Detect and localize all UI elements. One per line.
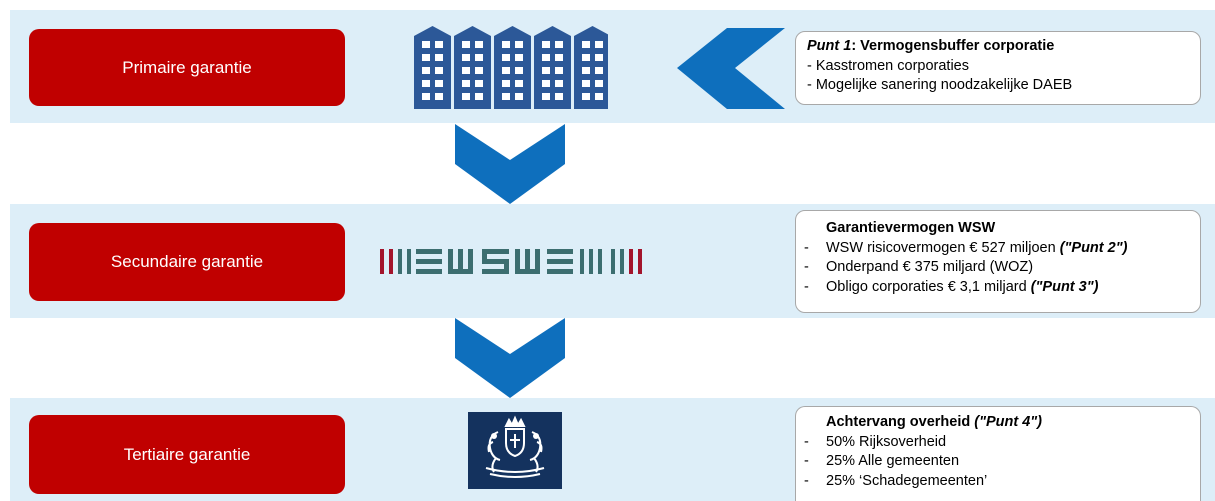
list-item: -50% Rijksoverheid	[804, 433, 947, 450]
list-item: -Onderpand € 375 miljard (WOZ)	[804, 258, 1200, 278]
buffer-info-box: Punt 1: Vermogensbuffer corporatie - Kas…	[795, 31, 1201, 105]
list-item-text: Onderpand € 375 miljard (WOZ)	[826, 259, 1034, 275]
list-item: -25% ‘Schadegemeenten’	[804, 472, 988, 489]
chevron-down-icon	[455, 318, 565, 398]
list-item: -WSW risicovermogen € 527 miljoen ("Punt…	[804, 239, 1128, 256]
buffer-info-title: Punt 1: Vermogensbuffer corporatie	[807, 37, 1200, 57]
list-item-text: Obligo corporaties € 3,1 miljard	[826, 278, 1031, 295]
list-item: -25% Alle gemeenten	[804, 453, 960, 469]
wsw-guarantee-title: Garantievermogen WSW	[826, 220, 996, 236]
buffer-title-text: : Vermogensbuffer corporatie	[851, 38, 1055, 54]
list-item: - Kasstromen corporaties	[807, 57, 969, 74]
list-item: -Obligo corporaties € 3,1 miljard ("Punt…	[804, 278, 1099, 295]
apartment-building-icon	[414, 26, 608, 109]
tertiary-guarantee-label: Tertiaire garantie	[29, 415, 345, 494]
chevron-left-icon	[677, 28, 785, 109]
point-3-label: ("Punt 3")	[1030, 278, 1099, 295]
secondary-guarantee-label: Secundaire garantie	[29, 223, 345, 301]
government-backstop-title: Achtervang overheid ("Punt 4")	[826, 414, 1042, 430]
wsw-guarantee-info-box: Garantievermogen WSW -WSW risicovermogen…	[795, 210, 1201, 313]
list-item-text: WSW risicovermogen € 527 miljoen	[826, 239, 1060, 256]
chevron-down-icon	[455, 124, 565, 204]
primary-guarantee-label: Primaire garantie	[29, 29, 345, 106]
government-backstop-info-box: Achtervang overheid ("Punt 4") -50% Rijk…	[795, 406, 1201, 501]
wsw-logo	[380, 249, 642, 274]
rijksoverheid-coat-of-arms-logo	[468, 412, 562, 489]
point-4-label: ("Punt 4")	[974, 414, 1042, 430]
point-2-label: ("Punt 2")	[1059, 239, 1128, 256]
point-1-label: Punt 1	[807, 38, 852, 54]
list-item: - Mogelijke sanering noodzakelijke DAEB	[807, 77, 1073, 93]
